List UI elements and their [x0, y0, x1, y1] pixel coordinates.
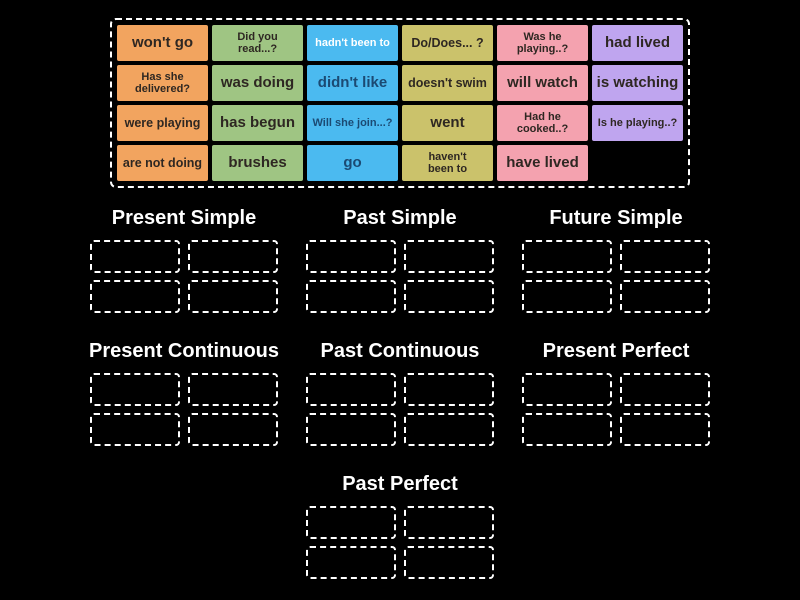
- drop-slot[interactable]: [306, 240, 396, 273]
- tile[interactable]: is watching: [592, 65, 683, 101]
- category-title: Present Simple: [111, 207, 257, 229]
- category-past-continuous: Past Continuous: [299, 338, 501, 446]
- drop-slot[interactable]: [90, 413, 180, 446]
- drop-slot[interactable]: [306, 413, 396, 446]
- drop-slot[interactable]: [188, 240, 278, 273]
- tile[interactable]: go: [307, 145, 398, 181]
- tile[interactable]: won't go: [117, 25, 208, 61]
- tile[interactable]: Will she join...?: [307, 105, 398, 141]
- tile[interactable]: doesn't swim: [402, 65, 493, 101]
- drop-slot[interactable]: [620, 373, 710, 406]
- drop-slot[interactable]: [620, 280, 710, 313]
- drop-slot[interactable]: [522, 373, 612, 406]
- slot-grid: [306, 373, 494, 446]
- drop-slot[interactable]: [90, 240, 180, 273]
- category-title: Present Perfect: [542, 340, 690, 362]
- category-past-simple: Past Simple: [299, 205, 501, 313]
- drop-slot[interactable]: [620, 240, 710, 273]
- category-title: Present Continuous: [88, 340, 279, 362]
- category-past-perfect: Past Perfect: [299, 471, 501, 579]
- drop-slot[interactable]: [522, 240, 612, 273]
- tile[interactable]: haven't been to: [402, 145, 493, 181]
- group-row: Present Continuous Past Continuous Present…: [83, 338, 717, 446]
- slot-grid: [306, 240, 494, 313]
- tile[interactable]: Was he playing..?: [497, 25, 588, 61]
- tile[interactable]: was doing: [212, 65, 303, 101]
- category-title: Future Simple: [549, 207, 683, 229]
- drop-slot[interactable]: [522, 280, 612, 313]
- drop-slot[interactable]: [404, 240, 494, 273]
- category-title: Past Perfect: [342, 473, 458, 495]
- category-present-perfect: Present Perfect: [515, 338, 717, 446]
- tile[interactable]: have lived: [497, 145, 588, 181]
- drop-slot[interactable]: [306, 506, 396, 539]
- tile[interactable]: Did you read...?: [212, 25, 303, 61]
- slot-grid: [306, 506, 494, 579]
- group-row: Present Simple Past Simple Future Simple: [83, 205, 717, 313]
- drop-slot[interactable]: [90, 373, 180, 406]
- drop-slot[interactable]: [404, 506, 494, 539]
- category-title: Past Continuous: [320, 340, 480, 362]
- tile[interactable]: brushes: [212, 145, 303, 181]
- slot-grid: [90, 373, 278, 446]
- drop-slot[interactable]: [188, 413, 278, 446]
- drop-slot[interactable]: [404, 546, 494, 579]
- tile[interactable]: has begun: [212, 105, 303, 141]
- group-row: Past Perfect: [299, 471, 501, 579]
- drop-slot[interactable]: [90, 280, 180, 313]
- slot-grid: [522, 240, 710, 313]
- tile[interactable]: Do/Does... ?: [402, 25, 493, 61]
- slot-grid: [522, 373, 710, 446]
- drop-slot[interactable]: [522, 413, 612, 446]
- tile[interactable]: had lived: [592, 25, 683, 61]
- drop-slot[interactable]: [620, 413, 710, 446]
- category-present-continuous: Present Continuous: [83, 338, 285, 446]
- category-title: Past Simple: [343, 207, 457, 229]
- tile[interactable]: Had he cooked..?: [497, 105, 588, 141]
- tile[interactable]: are not doing: [117, 145, 208, 181]
- tile[interactable]: will watch: [497, 65, 588, 101]
- category-future-simple: Future Simple: [515, 205, 717, 313]
- tile[interactable]: Is he playing..?: [592, 105, 683, 141]
- drop-slot[interactable]: [306, 280, 396, 313]
- tile[interactable]: hadn't been to: [307, 25, 398, 61]
- drop-slot[interactable]: [306, 546, 396, 579]
- drop-slot[interactable]: [188, 373, 278, 406]
- drop-slot[interactable]: [188, 280, 278, 313]
- slot-grid: [90, 240, 278, 313]
- tile[interactable]: didn't like: [307, 65, 398, 101]
- tile[interactable]: went: [402, 105, 493, 141]
- category-present-simple: Present Simple: [83, 205, 285, 313]
- drop-slot[interactable]: [306, 373, 396, 406]
- drop-slot[interactable]: [404, 373, 494, 406]
- drop-slot[interactable]: [404, 413, 494, 446]
- tile[interactable]: were playing: [117, 105, 208, 141]
- drop-slot[interactable]: [404, 280, 494, 313]
- tile[interactable]: Has she delivered?: [117, 65, 208, 101]
